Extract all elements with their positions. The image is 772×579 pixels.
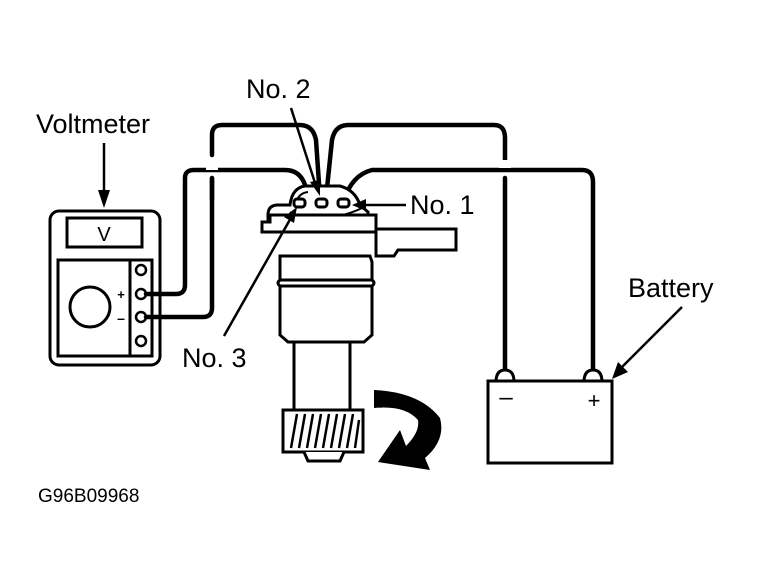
terminal-no2	[314, 197, 329, 209]
voltmeter: V + –	[48, 209, 162, 367]
voltmeter-label: Voltmeter	[36, 109, 150, 139]
no1-pointer-arrow	[352, 199, 406, 211]
battery: – +	[486, 368, 614, 465]
voltmeter-dial-icon	[68, 285, 112, 329]
voltmeter-jack	[134, 334, 148, 348]
wire-no1-to-battery-positive	[341, 167, 596, 373]
terminal-no1	[336, 197, 351, 209]
wire-voltmeter-minus-to-no2	[143, 175, 215, 320]
wires	[143, 122, 596, 373]
voltmeter-jack	[134, 263, 148, 277]
voltmeter-minus-label: –	[117, 310, 125, 326]
terminal-no3-label: No. 3	[182, 343, 247, 373]
wire-voltmeter-plus-to-no3	[143, 167, 313, 297]
sensor-body	[260, 213, 458, 412]
voltmeter-display	[65, 216, 144, 249]
wire-no2-to-battery-negative	[323, 122, 508, 201]
drive-gear	[281, 408, 365, 463]
voltmeter-plus-label: +	[117, 287, 125, 302]
voltmeter-pointer-arrow	[98, 143, 110, 208]
terminal-no3	[292, 197, 307, 209]
figure-code: G96B09968	[38, 486, 139, 507]
battery-pointer-arrow	[612, 306, 683, 379]
battery-negative-label: –	[499, 384, 513, 411]
rotation-arrow-icon	[374, 390, 442, 470]
no3-pointer-arrow	[222, 207, 297, 337]
wire-no2-loop	[209, 122, 323, 201]
terminal-no2-label: No. 2	[246, 74, 311, 104]
voltmeter-display-label: V	[97, 224, 111, 246]
battery-positive-label: +	[588, 388, 601, 413]
no2-pointer-arrow	[289, 107, 320, 196]
terminal-no1-label: No. 1	[410, 190, 475, 220]
battery-label: Battery	[628, 273, 714, 303]
